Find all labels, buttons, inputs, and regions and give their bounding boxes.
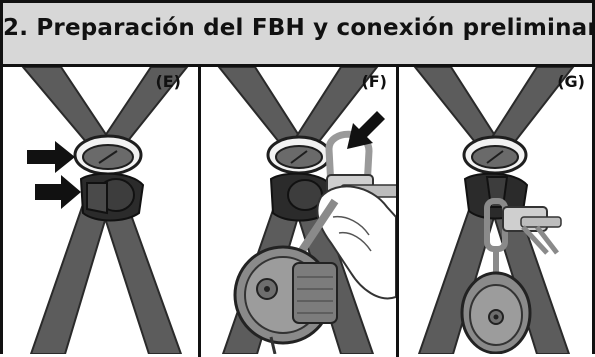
arrow-icon: [35, 175, 81, 209]
d-ring-icon: [73, 134, 143, 176]
panel-g-illustration: (G): [413, 67, 585, 354]
retractable-device-icon: [460, 271, 532, 354]
panel-g: (G): [399, 67, 592, 354]
d-ring-icon: [266, 135, 332, 175]
d-ring-icon: [462, 135, 528, 175]
cable: [269, 336, 277, 354]
panel-f-illustration: (F): [217, 67, 396, 354]
section-title: 2. Preparación del FBH y conexión prelim…: [3, 15, 595, 41]
panel-e: (E): [3, 67, 198, 354]
panel-divider: [396, 67, 399, 357]
panel-label: (G): [557, 72, 585, 91]
panel-label: (F): [361, 72, 387, 91]
panel-e-illustration: (E): [21, 67, 189, 354]
harness-back-pad: [79, 172, 145, 222]
harness-back-pad: [269, 172, 333, 222]
panel-label: (E): [155, 72, 181, 91]
retractable-device-icon: [233, 245, 338, 345]
panel-divider: [198, 67, 201, 357]
section-header: 2. Preparación del FBH y conexión prelim…: [3, 3, 595, 67]
panel-f: (F): [201, 67, 396, 354]
arrow-icon: [27, 141, 75, 173]
arrow-icon: [347, 111, 385, 149]
